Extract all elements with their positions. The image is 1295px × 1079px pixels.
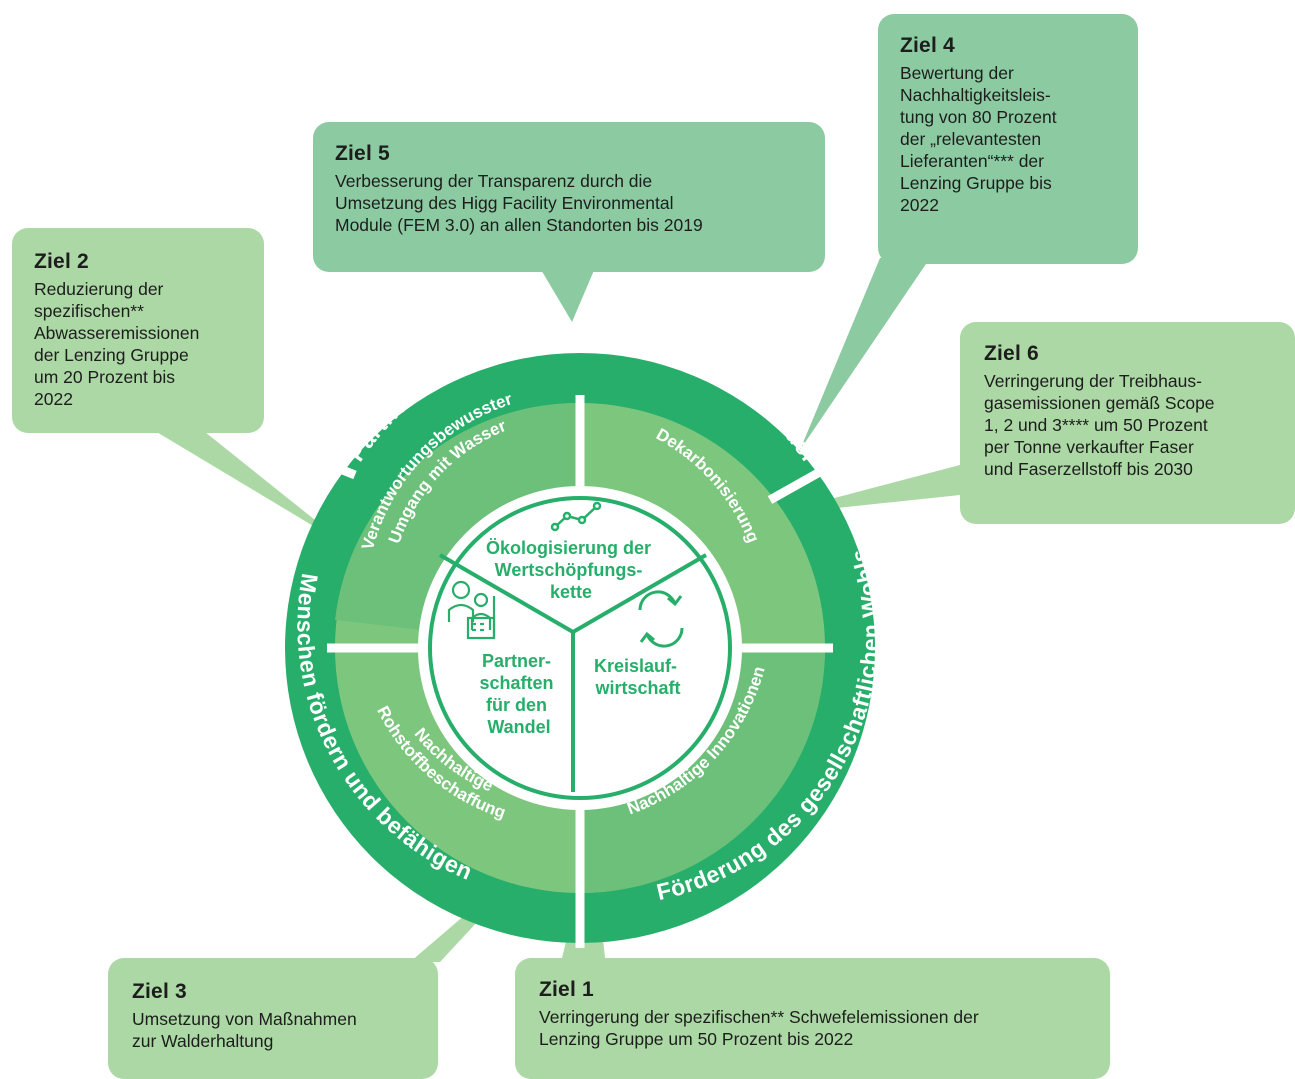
value-chain-icon [550, 501, 602, 532]
goal-box-ziel1: Ziel 1 Verringerung der spezifischen** S… [515, 958, 1110, 1079]
goal-text: Umsetzung von Maßnahmen zur Walderhaltun… [132, 1009, 357, 1051]
center-label-right: Kreislauf- wirtschaft [594, 656, 682, 698]
center-label-top: Ökologisierung der Wertschöpfungs- kette [486, 538, 656, 602]
inner-outline [428, 496, 732, 800]
goal-box-ziel6: Ziel 6 Verringerung der Treibhaus- gasem… [960, 322, 1295, 524]
ziel5-pointer [540, 268, 595, 322]
goal-title: Ziel 6 [984, 342, 1039, 365]
goal-text: Verringerung der spezifischen** Schwefel… [539, 1007, 979, 1049]
people-factory-icon [447, 580, 496, 640]
goal-box-ziel5: Ziel 5 Verbesserung der Transparenz durc… [313, 122, 825, 272]
goal-text: Reduzierung der spezifischen** Abwassere… [34, 279, 200, 409]
circular-arrows-icon [638, 590, 684, 648]
goal-title: Ziel 1 [539, 978, 594, 1001]
inner-dividers [438, 553, 708, 792]
goal-text: Verbesserung der Transparenz durch die U… [335, 171, 703, 235]
goal-text: Bewertung der Nachhaltigkeitsleis- tung … [900, 63, 1057, 215]
goal-title: Ziel 4 [900, 34, 955, 57]
goal-title: Ziel 5 [335, 142, 390, 165]
ziel4-pointer [800, 258, 930, 450]
goal-title: Ziel 3 [132, 980, 187, 1003]
goal-box-ziel3: Ziel 3 Umsetzung von Maßnahmen zur Walde… [108, 958, 438, 1079]
goal-text: Verringerung der Treibhaus- gasemissione… [984, 371, 1215, 479]
ziel2-pointer [150, 428, 350, 548]
goal-box-ziel4: Ziel 4 Bewertung der Nachhaltigkeitsleis… [878, 14, 1138, 264]
ring-separators [278, 395, 853, 948]
goal-title: Ziel 2 [34, 250, 89, 273]
goal-box-ziel2: Ziel 2 Reduzierung der spezifischen** Ab… [12, 228, 264, 433]
center-label-left: Partner- schaften für den Wandel [479, 651, 558, 737]
inner-disk [418, 486, 742, 810]
